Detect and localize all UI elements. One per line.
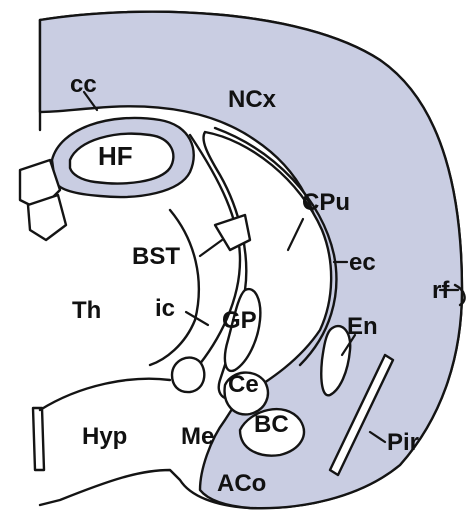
ic-oval: [172, 358, 204, 393]
label-pir: Pir: [387, 429, 419, 456]
label-ec: ec: [349, 249, 376, 276]
label-ce: Ce: [228, 371, 259, 398]
label-cc: cc: [70, 71, 97, 98]
label-hyp: Hyp: [82, 423, 127, 450]
bst-leader: [200, 240, 222, 256]
label-cpu: CPu: [302, 189, 350, 216]
internal-capsule-edge: [150, 210, 199, 365]
label-bst: BST: [132, 243, 180, 270]
label-bc: BC: [254, 411, 289, 438]
label-en: En: [347, 313, 378, 340]
label-ncx: NCx: [228, 86, 277, 113]
label-th: Th: [72, 297, 101, 324]
label-aco: ACo: [217, 470, 266, 497]
label-me: Me: [181, 423, 214, 450]
hyp-boundary: [40, 379, 170, 410]
label-gp: GP: [222, 307, 257, 334]
hyp-left-bar: [33, 408, 44, 470]
label-rf: rf: [432, 277, 450, 304]
label-ic: ic: [155, 295, 175, 322]
label-hf: HF: [98, 141, 133, 171]
